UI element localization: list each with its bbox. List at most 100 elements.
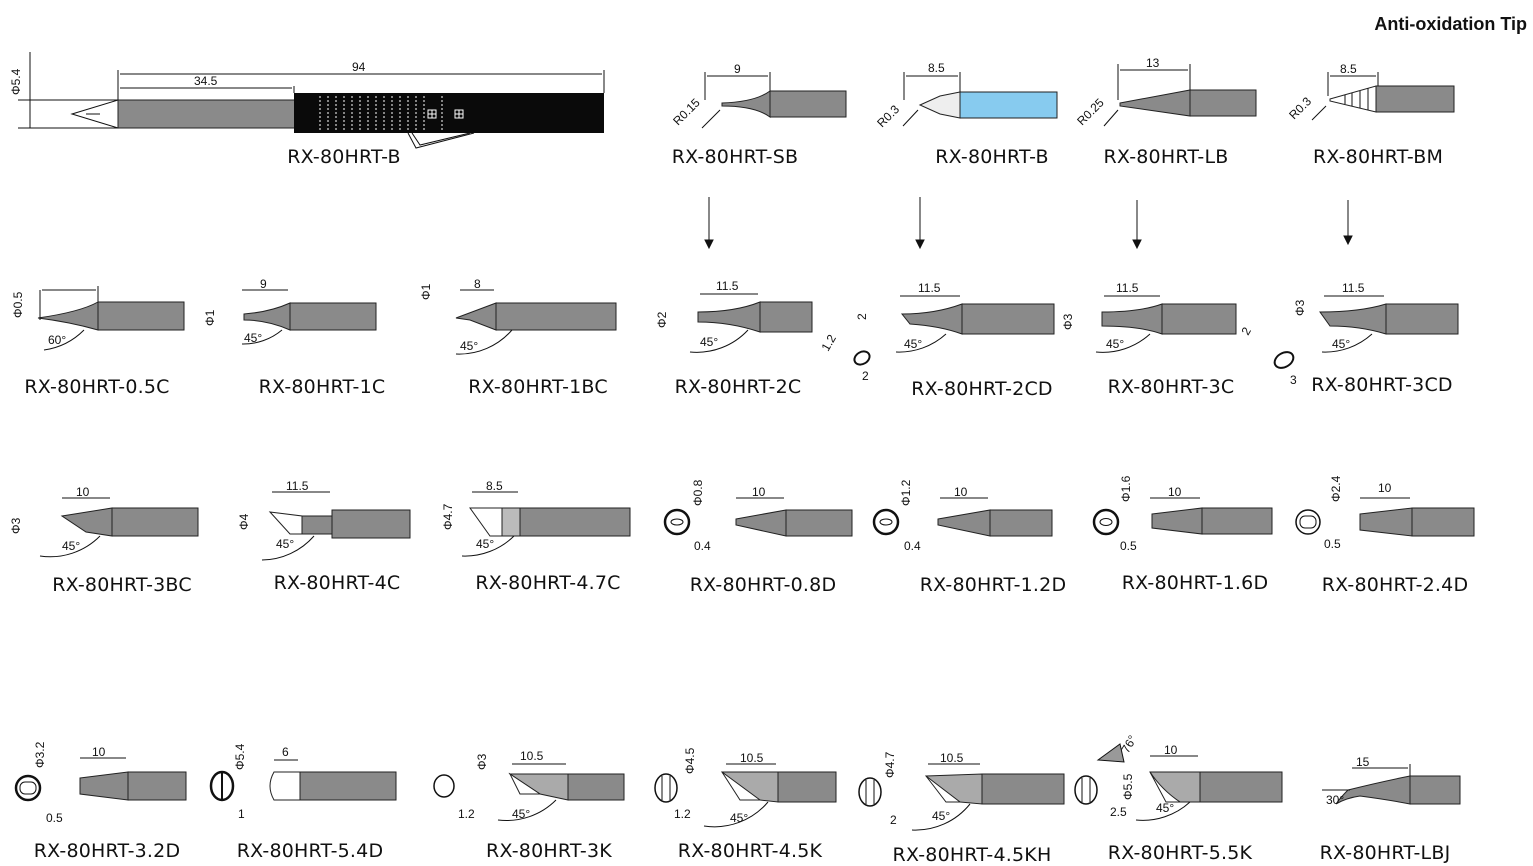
dim-text: 60° <box>48 333 66 347</box>
model-label: RX-80HRT-1.2D <box>919 574 1067 596</box>
tip-4.5k <box>654 763 837 828</box>
tip-5.4d <box>209 759 397 802</box>
dim-text: 0.4 <box>904 539 921 553</box>
dim-text: Φ1.6 <box>1119 475 1133 502</box>
dim-text: 6 <box>282 745 289 759</box>
dim-text: 10.5 <box>940 751 964 765</box>
dim-text: 30° <box>1326 793 1344 807</box>
dim-text: 10 <box>1378 481 1392 495</box>
dim-text: Φ3 <box>475 753 489 770</box>
page-title: Anti-oxidation Tip <box>1374 14 1527 34</box>
dim-text: Φ5.4 <box>9 68 23 95</box>
dim-text: 45° <box>1106 337 1124 351</box>
dim-text: Φ3 <box>9 517 23 534</box>
dim-text: 45° <box>1156 801 1174 815</box>
dim-text: 34.5 <box>194 74 218 88</box>
tip-1c <box>241 289 377 345</box>
model-label: RX-80HRT-5.4D <box>236 840 384 862</box>
dim-text: 0.5 <box>1120 539 1137 553</box>
model-label: RX-80HRT-1C <box>258 376 386 398</box>
model-label: RX-80HRT-4.5K <box>677 840 823 862</box>
dim-text: Φ4.7 <box>883 751 897 778</box>
dim-text: 2 <box>1238 324 1254 337</box>
model-label: RX-80HRT-3BC <box>52 574 192 596</box>
dim-text: 15 <box>1356 755 1370 769</box>
tip-0.8d <box>663 497 853 537</box>
tip-sb <box>701 72 847 129</box>
dim-text: R0.3 <box>1286 94 1314 122</box>
model-label: RX-80HRT-4.7C <box>475 572 621 594</box>
tip-lb <box>1103 64 1257 127</box>
dim-text: 0.4 <box>694 539 711 553</box>
dim-text: 2 <box>890 813 897 827</box>
dim-text: 45° <box>244 331 262 345</box>
model-label: RX-80HRT-2C <box>674 376 802 398</box>
dim-text: 10 <box>1168 485 1182 499</box>
handle <box>294 93 604 133</box>
dim-text: 11.5 <box>1116 281 1139 295</box>
model-label: RX-80HRT-3CD <box>1311 374 1453 396</box>
tip-4.7c <box>461 491 631 557</box>
tip-0.5c <box>37 286 185 351</box>
dim-text: Φ5.5 <box>1121 773 1135 800</box>
dim-text: 2.5 <box>1110 805 1127 819</box>
dim-text: Φ2 <box>655 311 669 328</box>
dim-text: 11.5 <box>716 279 739 293</box>
dim-text: 10 <box>76 485 90 499</box>
dim-text: Φ1.2 <box>899 479 913 506</box>
dim-text: 10 <box>752 485 766 499</box>
tip-4.5kh <box>858 763 1065 831</box>
dim-text: 10 <box>954 485 968 499</box>
dim-text: 10 <box>92 745 106 759</box>
dim-text: 2 <box>855 313 869 320</box>
dim-text: 0.5 <box>1324 537 1341 551</box>
overview-iron <box>18 52 605 149</box>
model-label: RX-80HRT-4.5KH <box>892 844 1052 866</box>
model-label: RX-80HRT-LBJ <box>1319 842 1451 864</box>
tip-5.5k <box>1074 743 1283 821</box>
dim-text: Φ0.8 <box>691 479 705 506</box>
dim-text: 10.5 <box>520 749 544 763</box>
dim-text: 2 <box>862 369 869 383</box>
model-label: RX-80HRT-0.8D <box>689 574 837 596</box>
dim-text: 45° <box>932 809 950 823</box>
tip-1bc <box>455 289 617 355</box>
dim-text: Φ4.7 <box>441 503 455 530</box>
dim-text: Φ4.5 <box>683 747 697 774</box>
down-arrows <box>704 197 1353 250</box>
dim-text: 8.5 <box>1340 62 1357 76</box>
model-label: RX-80HRT-LB <box>1103 146 1229 168</box>
dim-text: 9 <box>260 277 267 291</box>
dim-text: 45° <box>700 335 718 349</box>
tip-3k <box>433 763 625 821</box>
model-label: RX-80HRT-SB <box>671 146 799 168</box>
dim-text: 10.5 <box>740 751 764 765</box>
dim-text: Φ5.4 <box>233 743 247 770</box>
dim-text: Φ3 <box>1061 313 1075 330</box>
tip-3bc <box>39 497 199 558</box>
dim-text: 1.2 <box>674 807 691 821</box>
dim-text: 1.2 <box>458 807 475 821</box>
dim-text: 9 <box>734 62 741 76</box>
dim-text: 11.5 <box>1342 281 1365 295</box>
model-label: RX-80HRT-5.5K <box>1107 842 1253 864</box>
model-label: RX-80HRT-2.4D <box>1321 574 1469 596</box>
dim-text: 45° <box>1332 337 1350 351</box>
dim-text: 45° <box>512 807 530 821</box>
dim-text: 45° <box>460 339 478 353</box>
model-label: RX-80HRT-BM <box>1312 146 1444 168</box>
dim-text: Φ4 <box>237 513 251 530</box>
tip-2c <box>689 293 813 353</box>
model-label: RX-80HRT-0.5C <box>24 376 170 398</box>
dim-text: R0.15 <box>670 95 703 128</box>
dim-text: 45° <box>730 811 748 825</box>
tip-3cd <box>1273 295 1459 369</box>
dim-text: 1 <box>238 807 245 821</box>
dim-text: 45° <box>476 537 494 551</box>
tip-lbj <box>1322 764 1461 805</box>
tip-1.2d <box>872 497 1053 537</box>
model-label: RX-80HRT-4C <box>273 572 401 594</box>
tip-2.4d <box>1295 497 1475 537</box>
dim-text: 45° <box>276 537 294 551</box>
